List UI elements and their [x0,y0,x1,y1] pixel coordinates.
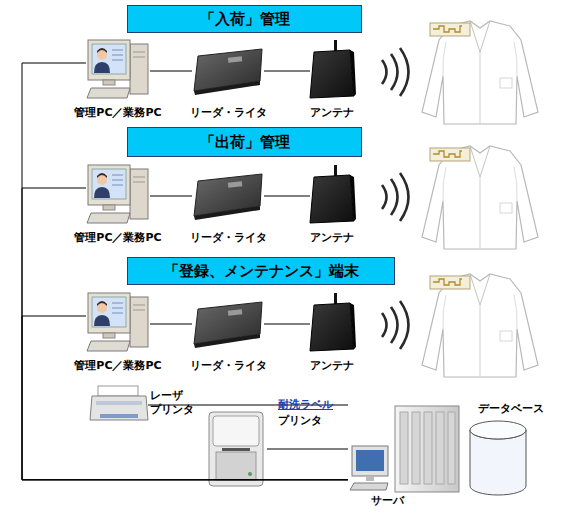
device-caption: リーダ・ライタ [190,231,267,245]
pc-terminal: 管理PC／業務PC [86,165,150,227]
pc-terminal: 管理PC／業務PC [86,293,150,355]
network-line [264,71,310,72]
device-caption: アンテナ [310,106,354,120]
server: サーバ [348,405,460,492]
reader-writer: リーダ・ライタ [192,300,264,348]
network-line [264,324,310,325]
server-icon [350,406,459,492]
label-printer-icon [209,412,263,486]
title-band: 「出荷」管理 [127,127,362,157]
device-caption: アンテナ [310,359,354,373]
database-icon [470,421,526,495]
label-printer: 耐洗ラベルプリンタ [205,410,267,488]
laser-printer-icon [90,386,148,420]
rfid-antenna: アンテナ [310,293,355,353]
band-title: 「登録、メンテナンス」端末 [164,262,359,280]
reader-writer: リーダ・ライタ [192,47,264,95]
network-line [22,316,348,480]
device-caption: 管理PC／業務PC [74,106,161,120]
network-line [267,449,348,450]
network-line [264,196,310,197]
device-caption: 管理PC／業務PC [74,359,161,373]
title-band: 「入荷」管理 [127,5,362,33]
pc-terminal: 管理PC／業務PC [86,40,150,102]
network-line [22,188,348,480]
band-title: 「出荷」管理 [200,133,290,151]
band-title: 「入荷」管理 [200,10,290,28]
device-caption: アンテナ [310,231,354,245]
rfid-antenna: アンテナ [310,40,355,100]
device-caption: リーダ・ライタ [190,106,267,120]
rfid-antenna: アンテナ [310,165,355,225]
laser-printer: レーザ プリンタ [90,385,148,425]
device-caption: レーザ プリンタ [150,389,196,417]
network-line [150,71,192,72]
device-caption: リーダ・ライタ [190,359,267,373]
reader-writer: リーダ・ライタ [192,172,264,220]
network-line [150,324,192,325]
device-caption: サーバ [371,494,404,508]
device-caption: 管理PC／業務PC [74,231,161,245]
device-caption: プリンタ [278,414,322,428]
device-caption: データベース [478,402,544,416]
database: データベース [470,420,526,496]
device-caption: 耐洗ラベル [278,398,333,412]
title-band: 「登録、メンテナンス」端末 [127,257,395,285]
network-line [150,196,192,197]
